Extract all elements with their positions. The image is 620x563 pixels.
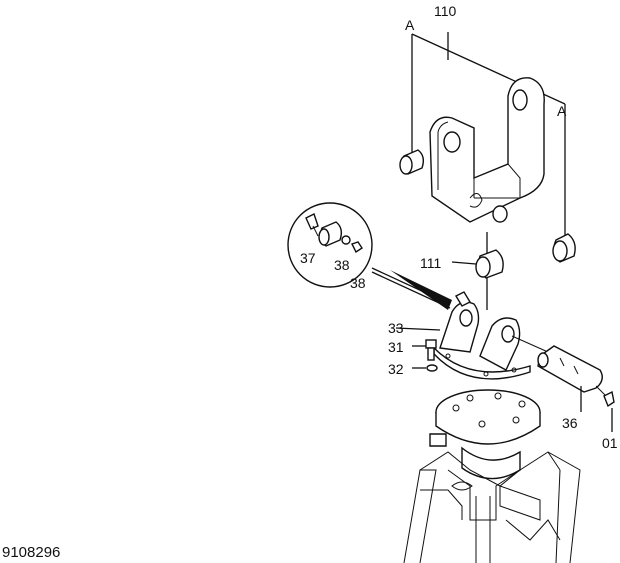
callout-31: 31 xyxy=(388,339,404,355)
callout-37: 37 xyxy=(300,250,316,266)
callout-38-lower: 38 xyxy=(350,275,366,291)
upper-bracket-part-110 xyxy=(429,77,545,223)
callout-33: 33 xyxy=(388,320,404,336)
callout-a-left: A xyxy=(405,17,415,33)
callout-01: 01 xyxy=(602,435,618,451)
bushing-left xyxy=(399,149,425,175)
callout-a-right: A xyxy=(557,103,567,119)
grease-fitting-part-01 xyxy=(603,390,615,432)
callout-32: 32 xyxy=(388,361,404,377)
bushing-right xyxy=(552,233,576,263)
callout-36: 36 xyxy=(562,415,578,431)
bushing-part-111 xyxy=(451,232,504,310)
washer-part-32 xyxy=(412,364,438,372)
pin-part-36 xyxy=(511,335,609,412)
callout-38-upper: 38 xyxy=(334,257,350,273)
bolt-part-31 xyxy=(412,339,437,361)
callout-110: 110 xyxy=(434,3,457,19)
machine-base xyxy=(403,389,581,563)
detail-circle xyxy=(287,202,452,310)
lower-bracket-part-33 xyxy=(395,291,531,380)
drawing-number: 9108296 xyxy=(2,544,61,561)
callout-111: 111 xyxy=(420,255,441,271)
